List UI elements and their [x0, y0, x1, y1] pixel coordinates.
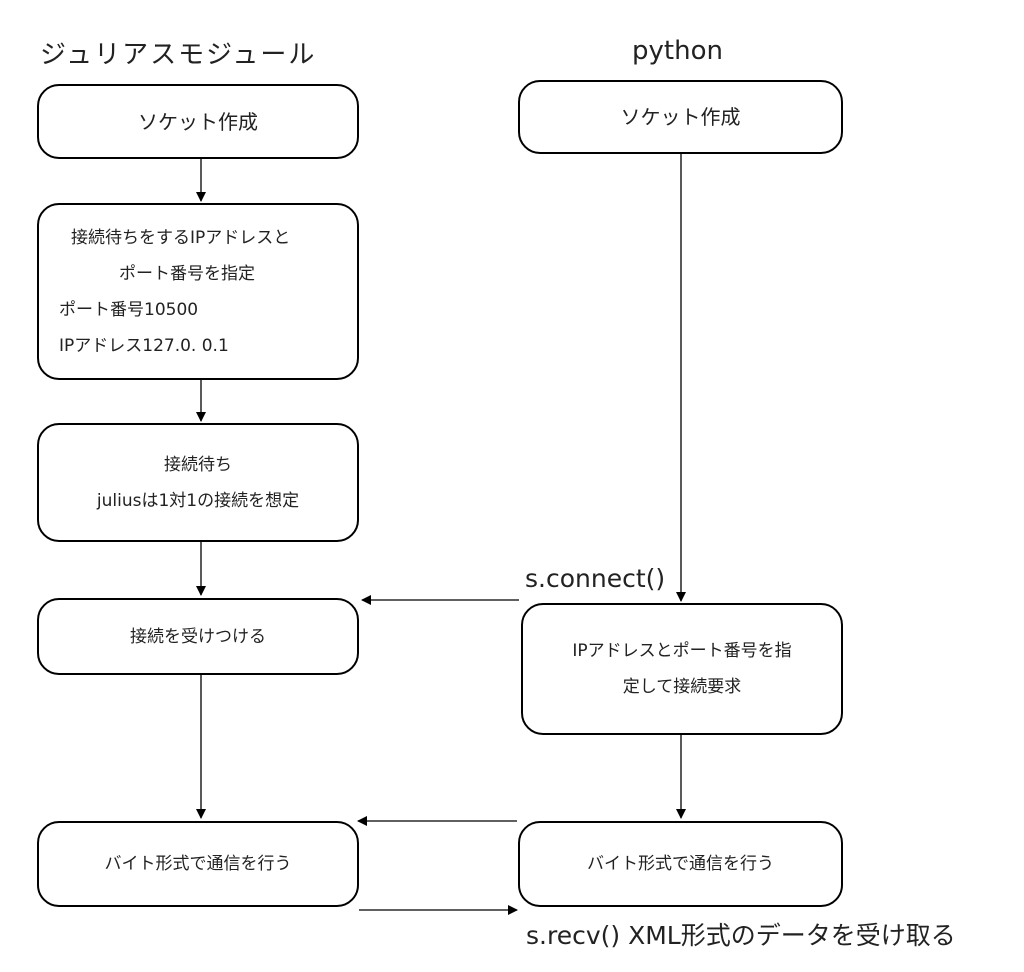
julius-socket-create-box: ソケット作成	[37, 84, 359, 159]
julius-bind-box: 接続待ちをするIPアドレスと ポート番号を指定 ポート番号10500 IPアドレ…	[37, 203, 359, 380]
bind-line-4: IPアドレス127.0. 0.1	[59, 335, 229, 356]
python-communicate-text: バイト形式で通信を行う	[587, 854, 774, 874]
connect-line-2: 定して接続要求	[622, 677, 742, 697]
python-connect-box: IPアドレスとポート番号を指 定して接続要求	[521, 603, 843, 735]
julius-listen-box: 接続待ち juliusは1対1の接続を想定	[37, 423, 359, 542]
bind-line-2: ポート番号を指定	[119, 263, 255, 284]
accept-text: 接続を受けつける	[130, 626, 266, 647]
connect-call-label: s.connect()	[525, 564, 666, 593]
julius-accept-box: 接続を受けつける	[37, 598, 359, 675]
left-column-title: ジュリアスモジュール	[40, 40, 317, 70]
listen-line-1: 接続待ち	[164, 454, 232, 475]
listen-line-2: juliusは1対1の接続を想定	[96, 490, 300, 511]
python-socket-create-text: ソケット作成	[620, 105, 741, 129]
julius-socket-create-text: ソケット作成	[138, 109, 258, 134]
recv-call-label: s.recv() XML形式のデータを受け取る	[526, 921, 956, 950]
julius-communicate-text: バイト形式で通信を行う	[104, 854, 292, 874]
python-communicate-box: バイト形式で通信を行う	[518, 821, 843, 907]
python-socket-create-box: ソケット作成	[518, 80, 843, 154]
bind-line-3: ポート番号10500	[59, 299, 199, 320]
connect-line-1: IPアドレスとポート番号を指	[572, 641, 792, 661]
bind-line-1: 接続待ちをするIPアドレスと	[71, 227, 291, 248]
julius-communicate-box: バイト形式で通信を行う	[37, 821, 359, 907]
right-column-title: python	[632, 36, 723, 66]
